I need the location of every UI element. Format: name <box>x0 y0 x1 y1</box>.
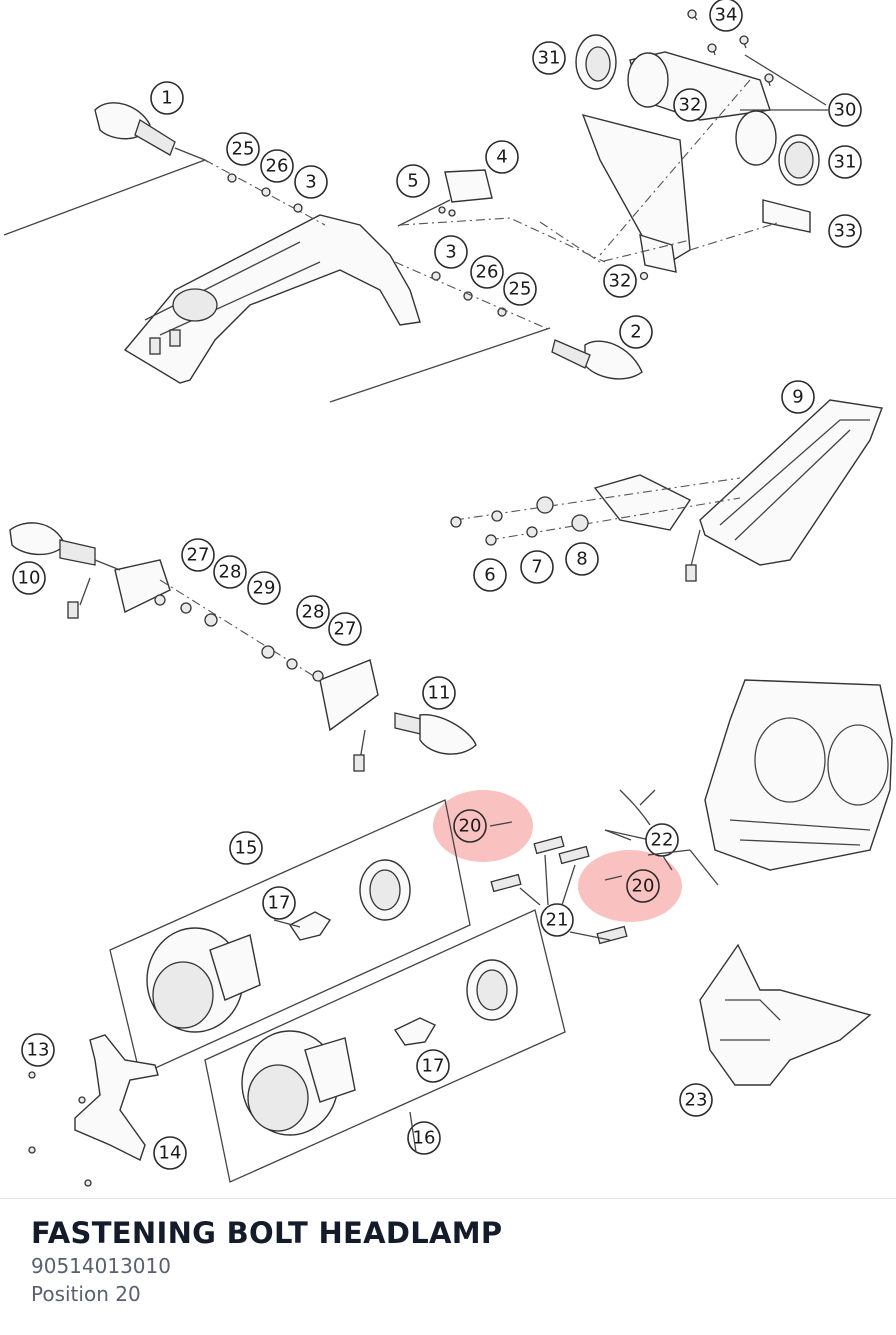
svg-text:25: 25 <box>232 139 255 160</box>
callout-15[interactable]: 15 <box>229 831 263 865</box>
headlamp-frame-15 <box>109 799 471 1076</box>
callout-1[interactable]: 1 <box>150 81 184 115</box>
callout-29[interactable]: 29 <box>247 571 281 605</box>
svg-text:25: 25 <box>509 279 532 300</box>
callout-32[interactable]: 32 <box>603 264 637 298</box>
svg-text:23: 23 <box>685 1090 708 1111</box>
svg-text:7: 7 <box>531 557 542 578</box>
part-title: FASTENING BOLT HEADLAMP <box>31 1216 503 1250</box>
callout-33[interactable]: 33 <box>828 214 862 248</box>
tail-light <box>450 399 883 582</box>
headlamp-mask-housing <box>704 679 893 871</box>
svg-text:11: 11 <box>428 683 451 704</box>
callout-6[interactable]: 6 <box>473 558 507 592</box>
svg-text:16: 16 <box>413 1128 436 1149</box>
svg-text:31: 31 <box>538 48 561 69</box>
callout-9[interactable]: 9 <box>781 380 815 414</box>
svg-text:4: 4 <box>496 147 507 168</box>
svg-text:27: 27 <box>334 619 357 640</box>
callout-25[interactable]: 25 <box>226 132 260 166</box>
highlight-position-20-upper <box>433 790 533 862</box>
callout-3[interactable]: 3 <box>434 235 468 269</box>
callout-27[interactable]: 27 <box>181 538 215 572</box>
svg-text:27: 27 <box>187 545 210 566</box>
exploded-parts-diagram: 34 31 32 30 31 33 32 1 25 26 3 5 4 3 26 … <box>3 0 893 1187</box>
part-info-panel: FASTENING BOLT HEADLAMP 90514013010 Posi… <box>31 1214 502 1308</box>
headlamp-bracket <box>28 1034 159 1187</box>
svg-text:3: 3 <box>305 172 316 193</box>
callout-17[interactable]: 17 <box>416 1049 450 1083</box>
callout-14[interactable]: 14 <box>153 1136 187 1170</box>
svg-text:17: 17 <box>268 893 291 914</box>
callout-28[interactable]: 28 <box>213 555 247 589</box>
callout-17[interactable]: 17 <box>262 886 296 920</box>
callout-11[interactable]: 11 <box>422 676 456 710</box>
svg-text:13: 13 <box>27 1040 50 1061</box>
part-number: 90514013010 <box>31 1254 171 1278</box>
part-position: Position 20 <box>31 1282 141 1306</box>
callout-26[interactable]: 26 <box>260 149 294 183</box>
license-plate-holder <box>399 9 820 281</box>
svg-text:1: 1 <box>161 88 172 109</box>
callout-23[interactable]: 23 <box>679 1083 713 1117</box>
svg-text:21: 21 <box>546 910 569 931</box>
spacers-and-springs <box>489 789 719 945</box>
callout-22[interactable]: 22 <box>645 823 679 857</box>
svg-text:17: 17 <box>422 1056 445 1077</box>
callout-26[interactable]: 26 <box>470 255 504 289</box>
callout-34[interactable]: 34 <box>709 0 743 32</box>
callout-4[interactable]: 4 <box>485 140 519 174</box>
callout-27[interactable]: 27 <box>328 612 362 646</box>
svg-text:6: 6 <box>484 565 495 586</box>
callout-8[interactable]: 8 <box>565 542 599 576</box>
svg-text:14: 14 <box>159 1143 182 1164</box>
callout-7[interactable]: 7 <box>520 550 554 584</box>
svg-text:33: 33 <box>834 221 857 242</box>
license-light <box>397 169 493 227</box>
svg-text:29: 29 <box>253 578 276 599</box>
svg-text:15: 15 <box>235 838 258 859</box>
callout-3[interactable]: 3 <box>294 165 328 199</box>
svg-text:30: 30 <box>834 100 857 121</box>
svg-text:2: 2 <box>630 322 641 343</box>
headlamp-frame-16 <box>204 909 566 1183</box>
callout-10[interactable]: 10 <box>12 561 46 595</box>
callout-16[interactable]: 16 <box>407 1121 441 1155</box>
indicator-11 <box>261 645 477 772</box>
svg-text:32: 32 <box>609 271 632 292</box>
svg-text:5: 5 <box>407 171 418 192</box>
callout-30[interactable]: 30 <box>828 93 862 127</box>
svg-text:26: 26 <box>266 156 289 177</box>
callout-21[interactable]: 21 <box>540 903 574 937</box>
callout-31[interactable]: 31 <box>532 41 566 75</box>
svg-text:26: 26 <box>476 262 499 283</box>
callout-32[interactable]: 32 <box>673 88 707 122</box>
callout-20-lower[interactable]: 20 <box>626 869 660 903</box>
callout-5[interactable]: 5 <box>396 164 430 198</box>
callout-20-upper[interactable]: 20 <box>453 809 487 843</box>
svg-text:22: 22 <box>651 830 674 851</box>
callout-25[interactable]: 25 <box>503 272 537 306</box>
indicator-2 <box>329 261 643 403</box>
svg-text:10: 10 <box>18 568 41 589</box>
svg-text:20: 20 <box>632 876 655 897</box>
svg-text:8: 8 <box>576 549 587 570</box>
svg-text:20: 20 <box>459 816 482 837</box>
svg-text:28: 28 <box>302 602 325 623</box>
svg-text:34: 34 <box>715 5 738 26</box>
callout-28[interactable]: 28 <box>296 595 330 629</box>
svg-text:3: 3 <box>445 242 456 263</box>
headlamp-cover <box>699 943 872 1086</box>
svg-text:32: 32 <box>679 95 702 116</box>
divider <box>0 1198 896 1199</box>
callout-13[interactable]: 13 <box>21 1033 55 1067</box>
callout-2[interactable]: 2 <box>619 315 653 349</box>
highlight-position-20-lower <box>578 850 682 922</box>
callout-31[interactable]: 31 <box>828 145 862 179</box>
svg-text:31: 31 <box>834 152 857 173</box>
svg-text:9: 9 <box>792 387 803 408</box>
rear-subframe <box>123 214 421 384</box>
indicator-1 <box>3 102 326 236</box>
svg-text:28: 28 <box>219 562 242 583</box>
